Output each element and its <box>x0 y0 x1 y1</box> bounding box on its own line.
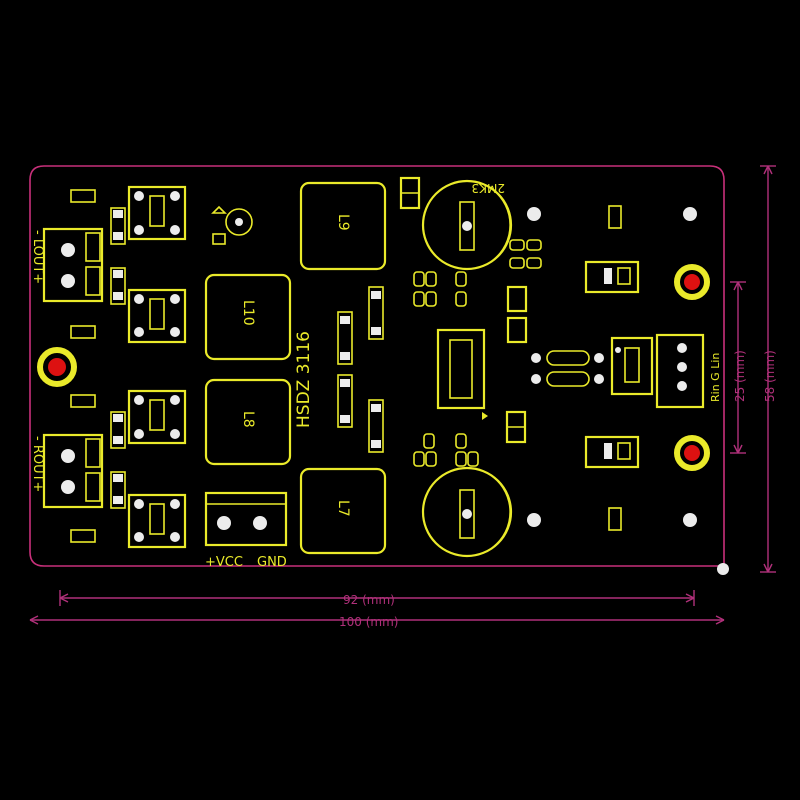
resistor-group-left-bottom <box>110 411 126 509</box>
relay-block-1 <box>127 185 187 241</box>
input-header: Rin G Lin <box>655 333 722 409</box>
model-label: HSDZ 3116 <box>294 331 314 428</box>
lout-label: - LOUT+ <box>30 230 45 284</box>
pad-outline <box>70 189 96 203</box>
cap-mark: 2MK3 <box>472 181 506 195</box>
pad-outline <box>70 325 96 339</box>
smd-pads <box>413 239 542 467</box>
inductor-l7: L7 <box>299 467 387 555</box>
dim-height-outer: 58 (mm) <box>760 165 777 573</box>
input-label: Rin G Lin <box>709 353 722 402</box>
dim-width-inner: 92 (mm) <box>59 590 695 607</box>
dim-100-text: 100 (mm) <box>339 615 398 629</box>
l7-label: L7 <box>335 500 351 517</box>
center-resistors <box>337 286 384 453</box>
inductor-l10: L10 <box>204 273 292 361</box>
mounting-hole-right-bottom <box>674 435 710 471</box>
capacitor-bottom <box>421 466 513 558</box>
gnd-label: GND <box>257 555 287 570</box>
terminal-rout: - ROUT+ <box>30 433 104 509</box>
dim-92-text: 92 (mm) <box>343 593 395 607</box>
right-relay <box>610 336 654 396</box>
dim-height-inner: 25 (mm) <box>730 281 747 454</box>
resistor-group-left-top <box>110 207 126 305</box>
mounting-hole-right-top <box>674 264 710 300</box>
pad-outline <box>70 394 96 408</box>
mounting-hole-left <box>37 347 77 387</box>
dim-58-text: 58 (mm) <box>763 350 777 402</box>
l9-label: L9 <box>335 214 351 231</box>
smd-blocks <box>505 285 528 444</box>
relay-block-3 <box>127 389 187 445</box>
ic-chip <box>436 328 488 420</box>
relay-block-4 <box>127 493 187 549</box>
right-block-bottom <box>584 435 640 469</box>
vcc-label: +VCC <box>205 555 243 570</box>
board-outline <box>29 165 725 567</box>
led <box>211 205 253 245</box>
right-block-top <box>584 260 640 294</box>
power-terminal: +VCC GND <box>204 491 288 570</box>
l10-label: L10 <box>240 300 256 326</box>
rout-label: - ROUT+ <box>30 436 45 492</box>
inductor-l8: L8 <box>204 378 292 466</box>
relay-block-2 <box>127 288 187 344</box>
oval-resistors <box>531 350 604 387</box>
terminal-lout: - LOUT+ <box>30 227 104 303</box>
pad-outline <box>70 529 96 543</box>
l8-label: L8 <box>240 411 256 428</box>
capacitor-top: 2MK3 <box>421 179 513 271</box>
right-pads <box>527 205 697 531</box>
dim-width-outer: 100 (mm) <box>29 615 725 629</box>
origin-marker <box>717 563 729 575</box>
inductor-l9: L9 <box>299 181 387 271</box>
dim-25-text: 25 (mm) <box>733 350 747 402</box>
